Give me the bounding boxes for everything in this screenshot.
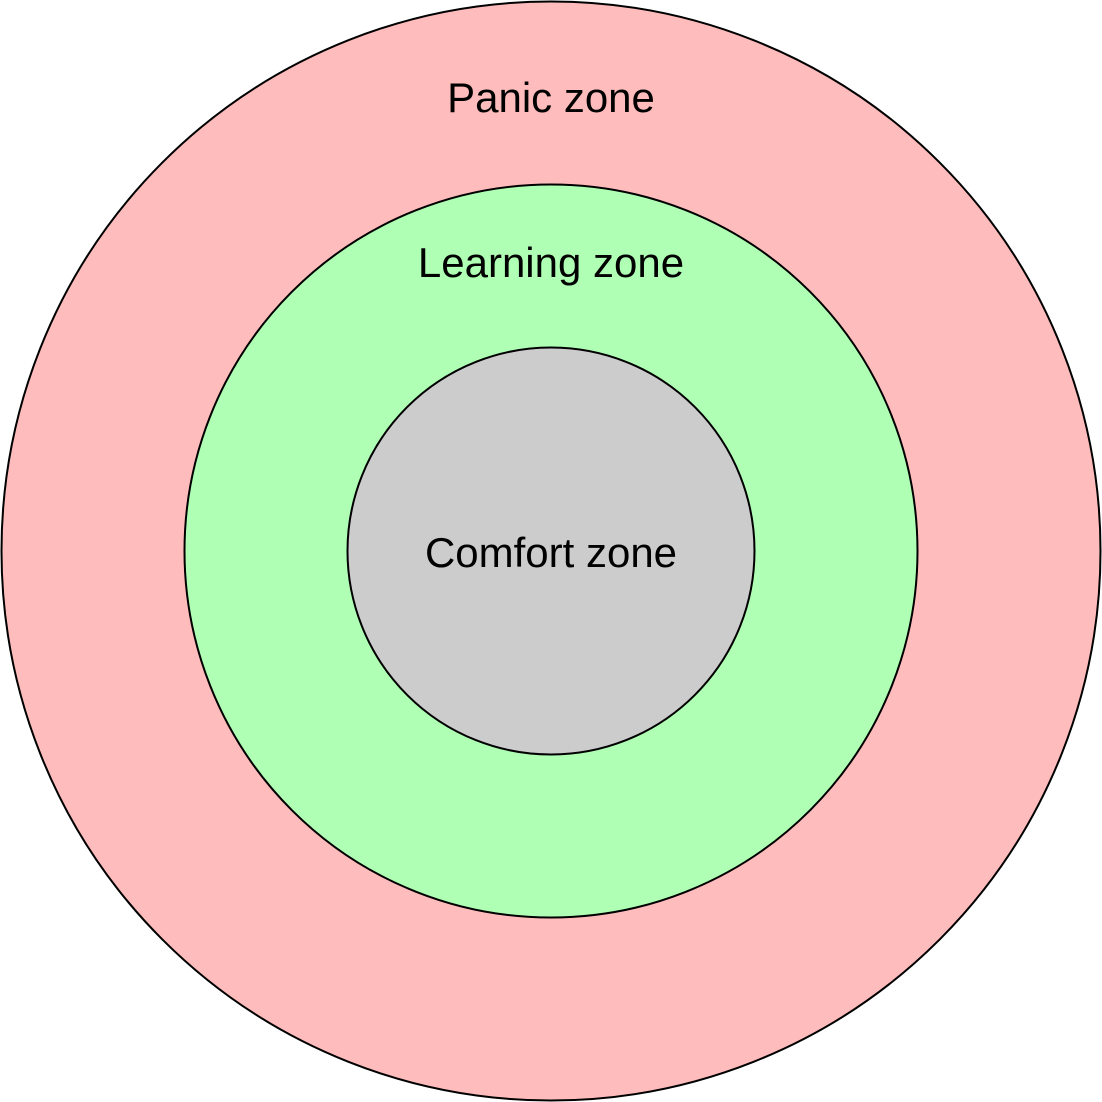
panic-zone-label: Panic zone bbox=[447, 74, 655, 121]
learning-zone-label: Learning zone bbox=[418, 239, 684, 286]
comfort-zone-circle bbox=[346, 346, 756, 756]
comfort-zone-label: Comfort zone bbox=[425, 529, 677, 576]
